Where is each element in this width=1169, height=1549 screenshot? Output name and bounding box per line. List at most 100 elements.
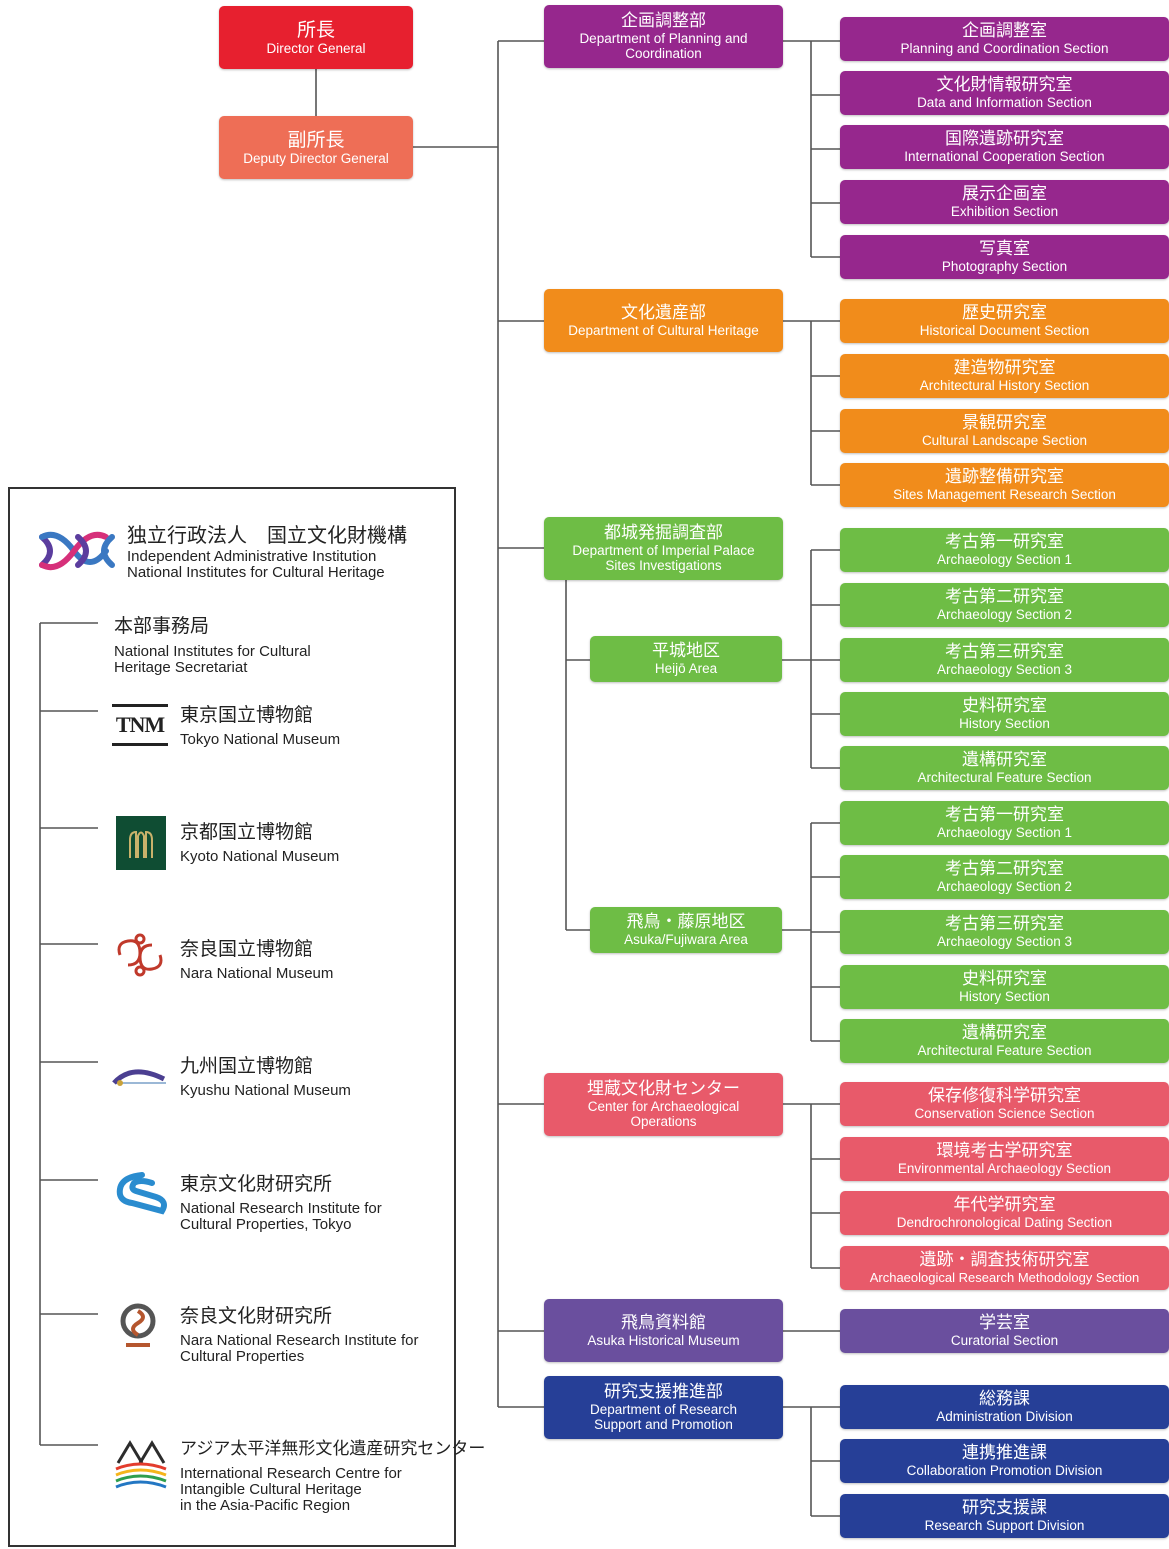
box-title-ja: 考古第三研究室 xyxy=(945,642,1064,662)
box-title-ja: 展示企画室 xyxy=(962,184,1047,204)
member-name-en: Intangible Cultural Heritage xyxy=(180,1481,362,1498)
box-title-en: Department of Research Support and Promo… xyxy=(589,1402,738,1432)
box-title-en: Department of Imperial Palace Sites Inve… xyxy=(572,543,755,573)
box-title-ja: 研究支援推進部 xyxy=(604,1382,723,1402)
panel-connector-lines xyxy=(39,622,98,1446)
dept-planning-box: 企画調整部 Department of Planning and Coordin… xyxy=(544,5,783,68)
box-title-en: Collaboration Promotion Division xyxy=(906,1463,1103,1478)
area-heijo-box: 平城地区 Heijō Area xyxy=(590,636,782,682)
member-name-ja: アジア太平洋無形文化遺産研究センター xyxy=(180,1439,486,1459)
member-name-en: Nara National Museum xyxy=(180,965,334,982)
box-title-ja: 学芸室 xyxy=(979,1313,1030,1333)
box-title-en: Department of Planning and Coordination xyxy=(579,31,748,61)
box-title-en: International Cooperation Section xyxy=(904,149,1105,164)
member-name-en: Cultural Properties, Tokyo xyxy=(180,1216,352,1233)
box-title-ja: 遺構研究室 xyxy=(962,1023,1047,1043)
box-title-ja: 飛鳥資料館 xyxy=(621,1312,706,1333)
box-title-ja: 文化遺産部 xyxy=(621,302,706,323)
dept-heritage-box: 文化遺産部 Department of Cultural Heritage xyxy=(544,289,783,352)
box-title-en: Asuka/Fujiwara Area xyxy=(624,932,748,947)
box-title-ja: 考古第一研究室 xyxy=(945,532,1064,552)
dept-support-box: 研究支援推進部 Department of Research Support a… xyxy=(544,1376,783,1439)
box-title-en: Exhibition Section xyxy=(950,204,1059,219)
box-title-ja: 総務課 xyxy=(979,1389,1030,1409)
box-title-ja: 遺跡・調査技術研究室 xyxy=(919,1250,1090,1270)
box-title-en: Curatorial Section xyxy=(950,1333,1059,1348)
box-title-ja: 史料研究室 xyxy=(962,969,1047,989)
irci-logo xyxy=(115,1440,167,1489)
member-name-en: Kyushu National Museum xyxy=(180,1082,351,1099)
box-title-en: Archaeological Research Methodology Sect… xyxy=(869,1270,1140,1285)
org-name-en-line1: Independent Administrative Institution xyxy=(127,548,377,565)
box-title-en: Photography Section xyxy=(941,259,1068,274)
box-title-ja: 遺跡整備研究室 xyxy=(945,467,1064,487)
box-title-ja: 国際遺跡研究室 xyxy=(945,129,1064,149)
box-title-en: Architectural Feature Section xyxy=(917,1043,1092,1058)
box-title-ja: 考古第二研究室 xyxy=(945,587,1064,607)
box-title-en: History Section xyxy=(959,989,1050,1004)
box-title-en: History Section xyxy=(959,716,1050,731)
box-title-en: Administration Division xyxy=(936,1409,1073,1424)
box-title-en: Deputy Director General xyxy=(243,151,389,166)
director-general-box: 所長 Director General xyxy=(219,6,413,69)
box-title-ja: 文化財情報研究室 xyxy=(936,75,1073,95)
box-title-ja: 都城発掘調査部 xyxy=(604,523,723,543)
member-name-en: Nara National Research Institute for xyxy=(180,1332,419,1349)
box-title-en: Cultural Landscape Section xyxy=(921,433,1088,448)
box-title-en: Center for Archaeological Operations xyxy=(587,1099,740,1129)
box-title-ja: 研究支援課 xyxy=(962,1498,1047,1518)
nich-knot-logo xyxy=(39,531,115,571)
box-title-ja: 考古第三研究室 xyxy=(945,914,1064,934)
box-title-en: Archaeology Section 3 xyxy=(936,934,1073,949)
member-name-ja: 京都国立博物館 xyxy=(180,821,314,843)
box-title-en: Archaeology Section 2 xyxy=(936,879,1073,894)
member-name-en: Cultural Properties xyxy=(180,1348,305,1365)
box-title-en: Archaeology Section 2 xyxy=(936,607,1073,622)
kyushu-museum-logo xyxy=(112,1069,166,1086)
box-title-ja: 景観研究室 xyxy=(962,413,1047,433)
member-name-en: Heritage Secretariat xyxy=(114,659,248,676)
member-name-en: Kyoto National Museum xyxy=(180,848,340,865)
box-title-ja: 埋蔵文化財センター xyxy=(587,1079,740,1099)
box-title-en: Archaeology Section 1 xyxy=(936,552,1073,567)
box-title-en: Archaeology Section 1 xyxy=(936,825,1073,840)
box-title-en: Conservation Science Section xyxy=(914,1106,1095,1121)
kyoto-museum-logo xyxy=(116,816,166,870)
box-title-ja: 企画調整室 xyxy=(962,21,1047,41)
member-name-ja: 東京文化財研究所 xyxy=(180,1173,333,1195)
box-title-en: Planning and Coordination Section xyxy=(900,41,1109,56)
member-name-en: National Institutes for Cultural xyxy=(114,643,311,660)
box-title-ja: 飛鳥・藤原地区 xyxy=(626,912,746,932)
box-title-en: Research Support Division xyxy=(924,1518,1085,1533)
box-title-ja: 所長 xyxy=(296,19,335,41)
box-title-en: Asuka Historical Museum xyxy=(587,1332,740,1348)
member-name-ja: 東京国立博物館 xyxy=(180,704,314,726)
deputy-director-box: 副所長 Deputy Director General xyxy=(219,116,413,179)
box-title-en: Archaeology Section 3 xyxy=(936,662,1073,677)
box-title-ja: 考古第一研究室 xyxy=(945,805,1064,825)
box-title-en: Dendrochronological Dating Section xyxy=(896,1215,1113,1230)
nabunken-logo xyxy=(120,1303,156,1347)
member-name-ja: 奈良文化財研究所 xyxy=(180,1305,333,1327)
box-title-en: Director General xyxy=(266,41,366,56)
area-asuka-fujiwara-box: 飛鳥・藤原地区 Asuka/Fujiwara Area xyxy=(590,907,782,953)
box-title-ja: 史料研究室 xyxy=(962,696,1047,716)
dept-palace-box: 都城発掘調査部 Department of Imperial Palace Si… xyxy=(544,517,783,580)
box-title-en: Historical Document Section xyxy=(919,323,1090,338)
member-name-ja: 奈良国立博物館 xyxy=(180,938,314,960)
box-title-en: Department of Cultural Heritage xyxy=(568,322,759,338)
